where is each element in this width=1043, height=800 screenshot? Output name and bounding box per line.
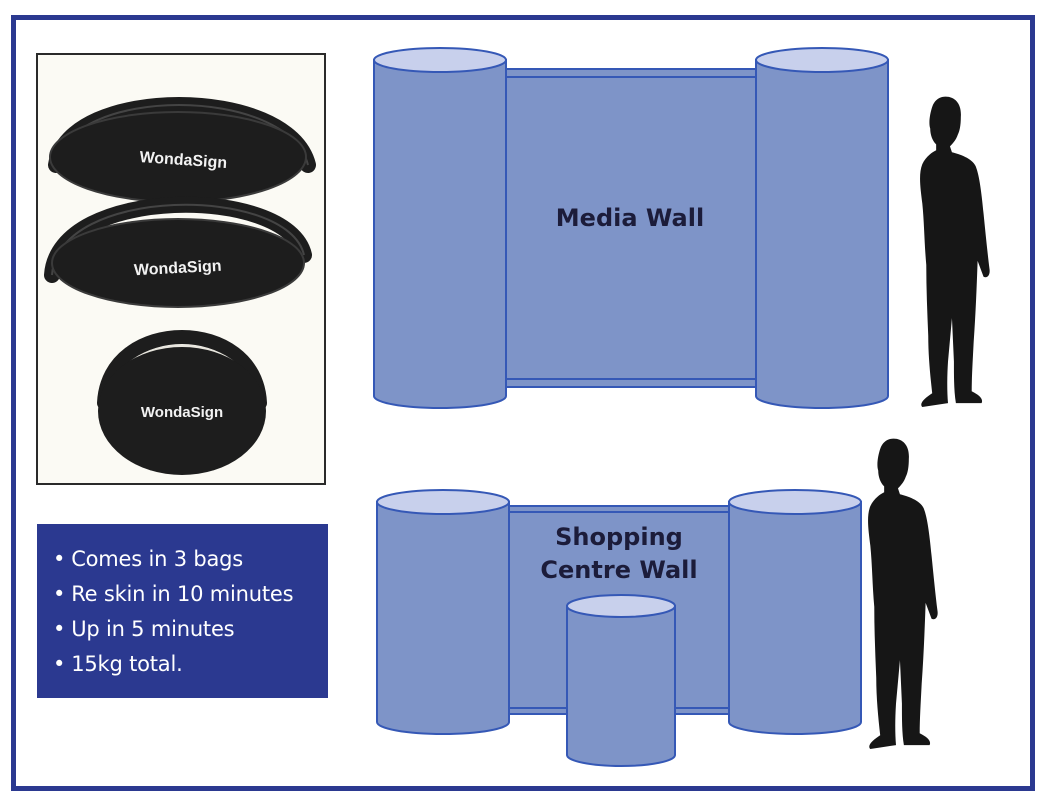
media-wall-panel	[504, 68, 758, 388]
bag-body	[52, 219, 304, 307]
bag-3-brand-label: WondaSign	[141, 404, 223, 421]
media-wall-right-cylinder	[755, 47, 889, 409]
shopping-wall-left-cylinder	[376, 489, 510, 735]
features-box: Comes in 3 bags Re skin in 10 minutes Up…	[37, 524, 328, 698]
carry-bags-photo: WondaSign WondaSign WondaSign	[36, 53, 326, 485]
media-wall: Media Wall	[373, 47, 889, 409]
shopping-wall-right-cylinder	[728, 489, 862, 735]
bag-body	[50, 112, 306, 202]
bag-1-brand-label: WondaSign	[139, 149, 228, 172]
media-wall-label: Media Wall	[556, 204, 704, 232]
shopping-wall-label-line2: Centre Wall	[540, 556, 697, 584]
person-silhouette-icon	[920, 96, 990, 408]
shopping-wall-counter-cylinder	[566, 594, 676, 767]
bag-body	[98, 347, 266, 475]
carry-bag-2: WondaSign	[44, 196, 312, 308]
feature-item: Up in 5 minutes	[53, 612, 328, 647]
feature-item: Comes in 3 bags	[53, 542, 328, 577]
media-wall-left-cylinder	[373, 47, 507, 409]
shopping-wall-label-line1: Shopping	[555, 523, 683, 551]
features-list: Comes in 3 bags Re skin in 10 minutes Up…	[53, 542, 328, 682]
bag-2-brand-label: WondaSign	[134, 258, 222, 280]
shopping-centre-wall: Shopping Centre Wall	[376, 489, 862, 767]
person-silhouette-icon	[868, 438, 938, 750]
feature-item: 15kg total.	[53, 647, 328, 682]
carry-bag-3: WondaSign	[97, 330, 267, 475]
feature-item: Re skin in 10 minutes	[53, 577, 328, 612]
